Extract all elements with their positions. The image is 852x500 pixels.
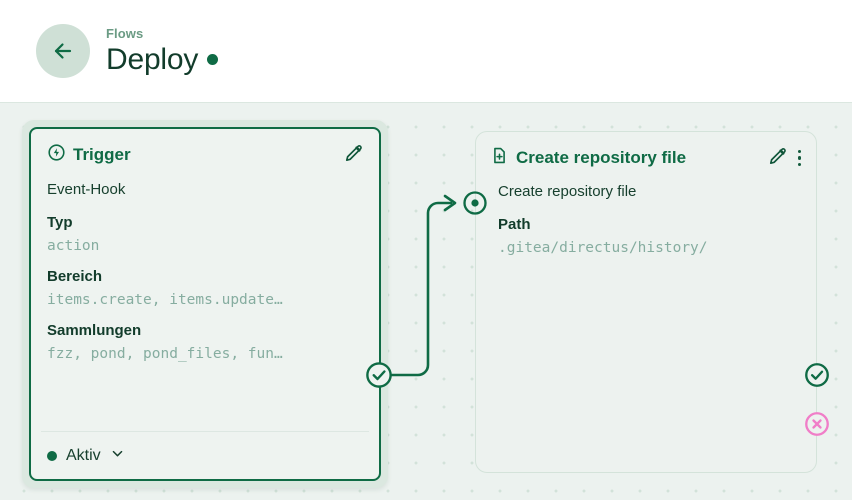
- flow-canvas[interactable]: Trigger Event-Hook Typ acti: [0, 103, 852, 500]
- arrow-left-icon: [51, 39, 75, 63]
- back-button[interactable]: [36, 24, 90, 78]
- operation-reject-port[interactable]: [803, 410, 831, 438]
- operation-success-port[interactable]: [803, 361, 831, 389]
- field-label-bereich: Bereich: [47, 268, 103, 285]
- trigger-panel-title: Trigger: [73, 145, 131, 164]
- check-circle-icon: [364, 360, 394, 390]
- trigger-panel-footer: Aktiv: [41, 431, 369, 479]
- operation-panel[interactable]: Create repository file: [475, 131, 817, 473]
- page-header: Flows Deploy: [0, 0, 852, 103]
- status-label: Aktiv: [66, 446, 101, 464]
- check-circle-icon: [803, 361, 831, 389]
- operation-name: Create repository file: [498, 183, 637, 200]
- operation-panel-body: Create repository file Path .gitea/direc…: [476, 170, 816, 472]
- trigger-panel[interactable]: Trigger Event-Hook Typ acti: [22, 120, 388, 488]
- title-row: Deploy: [106, 42, 219, 77]
- trigger-panel-inner: Trigger Event-Hook Typ acti: [29, 127, 381, 481]
- operation-menu-button[interactable]: [795, 148, 805, 169]
- breadcrumb[interactable]: Flows: [106, 25, 144, 41]
- operation-input-port[interactable]: [461, 189, 489, 217]
- x-circle-icon: [803, 410, 831, 438]
- operation-edit-button[interactable]: [767, 146, 788, 170]
- trigger-type-name: Event-Hook: [47, 181, 126, 198]
- status-dot-icon: [47, 450, 57, 461]
- dots-vertical-icon: [797, 149, 801, 167]
- connector-arrowhead-icon: [443, 194, 457, 212]
- trigger-output-port[interactable]: [364, 360, 394, 390]
- connector-trigger-to-operation: [379, 201, 452, 377]
- field-value-bereich: items.create, items.update…: [47, 292, 283, 308]
- trigger-panel-header: Trigger: [31, 129, 379, 167]
- field-value-typ: action: [47, 238, 100, 254]
- chevron-down-icon: [110, 446, 125, 466]
- pencil-icon: [343, 143, 364, 167]
- operation-panel-title: Create repository file: [516, 148, 687, 167]
- field-label-sammlungen: Sammlungen: [47, 322, 142, 339]
- field-value-path: .gitea/directus/history/: [498, 240, 708, 256]
- trigger-edit-button[interactable]: [343, 143, 364, 167]
- bolt-circle-icon: [47, 143, 66, 167]
- header-titles: Flows Deploy: [106, 25, 219, 77]
- pencil-icon: [767, 146, 788, 170]
- target-circle-icon: [461, 189, 489, 217]
- field-label-path: Path: [498, 216, 531, 233]
- flow-status-dropdown[interactable]: Aktiv: [47, 446, 125, 466]
- trigger-panel-body: Event-Hook Typ action Bereich items.crea…: [31, 167, 379, 431]
- page-title: Deploy: [106, 42, 199, 76]
- field-label-typ: Typ: [47, 214, 73, 231]
- operation-panel-header: Create repository file: [476, 132, 816, 170]
- flow-status-dot: [207, 54, 219, 65]
- field-value-sammlungen: fzz, pond, pond_files, fun…: [47, 346, 283, 362]
- file-plus-icon: [490, 146, 509, 170]
